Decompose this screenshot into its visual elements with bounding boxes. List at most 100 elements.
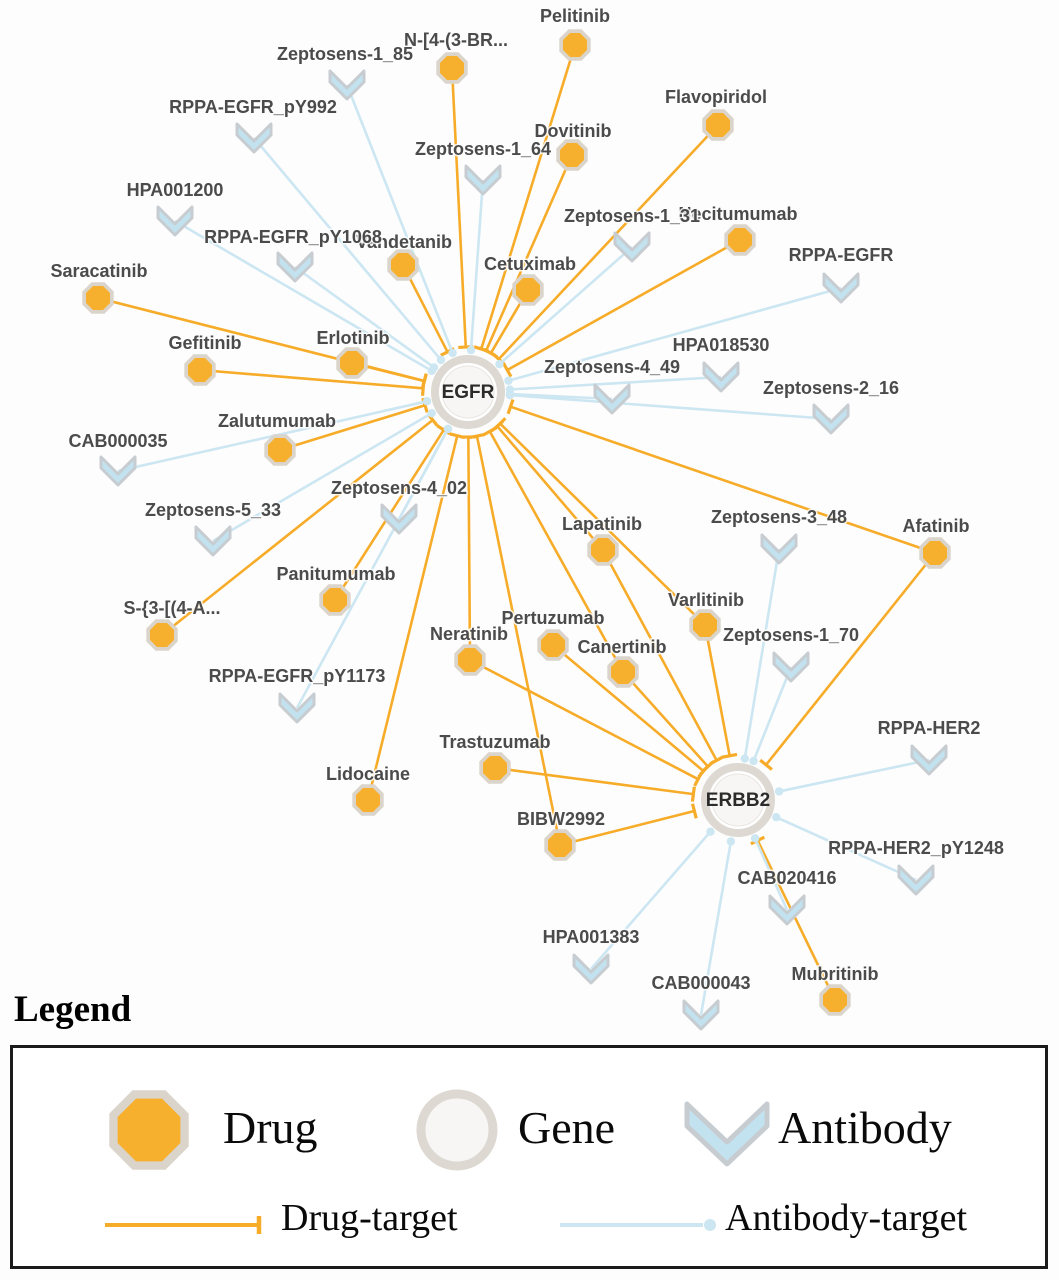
drug-node-canertinib[interactable]: Canertinib (576, 636, 668, 688)
antibody-chevron (772, 651, 810, 683)
antibody-target-dot (750, 834, 760, 843)
edge-antibody-target (507, 375, 722, 391)
drug-node-neratinib[interactable]: Neratinib (428, 623, 510, 676)
drug-node-flavopiridol[interactable]: Flavopiridol (663, 86, 769, 141)
drug-node-mubritinib[interactable]: Mubritinib (790, 963, 880, 1016)
antibody-node-zeptosens-4-49[interactable]: Zeptosens-4_49 (542, 356, 682, 415)
drug-node-afatinib[interactable]: Afatinib (901, 515, 971, 569)
antibody-chevron (464, 164, 502, 196)
legend-drug-target-label: Drug-target (281, 1197, 458, 1239)
legend-antibody-icon (684, 1101, 770, 1167)
drug-node-varlitinib[interactable]: Varlitinib (666, 589, 746, 641)
antibody-node-rppa-egfr-py992[interactable]: RPPA-EGFR_pY992 (168, 96, 338, 154)
drug-node-vandetanib[interactable]: Vandetanib (354, 231, 454, 281)
drug-node-gefitinib[interactable]: Gefitinib (167, 332, 243, 386)
drug-octagon (541, 633, 565, 657)
drug-octagon (591, 538, 615, 562)
gene-node-egfr[interactable]: EGFR (431, 355, 505, 429)
antibody-node-hpa001200[interactable]: HPA001200 (125, 179, 225, 237)
drug-octagon (483, 756, 507, 780)
antibody-node-zeptosens-1-31[interactable]: Zeptosens-1_31 (562, 205, 702, 263)
edge-antibody-target (469, 179, 485, 353)
legend-gene-icon (416, 1089, 498, 1171)
antibody-node-hpa001383[interactable]: HPA001383 (541, 926, 641, 985)
drug-node-lapatinib[interactable]: Lapatinib (561, 513, 644, 566)
node-label: Panitumumab (276, 564, 395, 584)
drug-node-n-4-3-br[interactable]: N-[4-(3-BR... (403, 29, 510, 84)
drug-node-lidocaine[interactable]: Lidocaine (324, 763, 412, 816)
drug-node-pertuzumab[interactable]: Pertuzumab (500, 607, 606, 661)
edge-antibody-target (751, 666, 793, 764)
node-label: Zeptosens-3_48 (711, 507, 847, 527)
antibody-target-dot (504, 376, 513, 385)
node-label: HPA001200 (127, 180, 224, 200)
node-label: Zeptosens-1_85 (277, 44, 413, 64)
drug-node-panitumumab[interactable]: Panitumumab (275, 563, 397, 616)
edge-drug-target (703, 624, 731, 757)
antibody-target-dot (495, 359, 504, 369)
drug-node-saracatinib[interactable]: Saracatinib (49, 260, 149, 314)
antibody-node-rppa-egfr[interactable]: RPPA-EGFR (787, 244, 895, 304)
node-label: Zeptosens-1_31 (564, 206, 700, 226)
drug-node-trastuzumab[interactable]: Trastuzumab (438, 731, 552, 784)
legend-drug-icon (109, 1090, 189, 1170)
antibody-chevron (328, 69, 366, 101)
antibody-node-rppa-egfr-py1173[interactable]: RPPA-EGFR_pY1173 (207, 665, 387, 724)
antibody-node-rppa-her2[interactable]: RPPA-HER2 (876, 717, 982, 776)
drug-octagon (548, 833, 572, 857)
drug-node-erlotinib[interactable]: Erlotinib (315, 327, 391, 379)
drug-target-tee (469, 433, 485, 440)
antibody-chevron (593, 383, 631, 415)
edge-drug-target (475, 435, 562, 846)
gene-circle (416, 1089, 498, 1171)
antibody-node-hpa018530[interactable]: HPA018530 (671, 334, 771, 393)
antibody-node-zeptosens-3-48[interactable]: Zeptosens-3_48 (709, 506, 849, 565)
antibody-target-dot (706, 827, 715, 836)
drug-node-s-3-4-a[interactable]: S-{3-[(4-A... (122, 597, 222, 651)
antibody-node-cab020416[interactable]: CAB020416 (736, 867, 838, 926)
antibody-node-zeptosens-4-02[interactable]: Zeptosens-4_02 (329, 477, 469, 535)
antibody-node-cab000043[interactable]: CAB000043 (650, 972, 752, 1031)
drug-target-tee (482, 426, 498, 437)
edge-drug-target (366, 435, 459, 801)
drug-node-pelitinib[interactable]: Pelitinib (538, 5, 612, 61)
edge-drug-target (497, 124, 719, 361)
node-label: Pertuzumab (501, 608, 604, 628)
edge-antibody-target (743, 548, 781, 761)
antibody-node-rppa-her2-py1248[interactable]: RPPA-HER2_pY1248 (827, 837, 1005, 896)
edge-antibody-target (776, 758, 930, 794)
node-label: Lidocaine (326, 764, 410, 784)
gene-node-erbb2[interactable]: ERBB2 (701, 763, 775, 837)
antibody-node-zeptosens-1-85[interactable]: Zeptosens-1_85 (275, 43, 415, 101)
node-label: BIBW2992 (517, 809, 605, 829)
drug-node-cetuximab[interactable]: Cetuximab (482, 253, 578, 306)
antibody-target-dot (448, 348, 457, 358)
antibody-chevron (235, 122, 273, 154)
antibody-target-dot (740, 754, 749, 763)
antibody-node-zeptosens-1-64[interactable]: Zeptosens-1_64 (413, 138, 553, 196)
antibody-node-zeptosens-1-70[interactable]: Zeptosens-1_70 (721, 624, 861, 683)
edge-drug-target (488, 430, 625, 673)
edge-antibody-target (506, 286, 842, 383)
legend-antibody-label: Antibody (778, 1102, 952, 1153)
antibody-chevron (572, 953, 610, 985)
drug-node-bibw2992[interactable]: BIBW2992 (515, 808, 607, 861)
gene-inner-circle (441, 365, 495, 419)
drug-target-tee (493, 417, 507, 431)
edge-drug-target (622, 671, 709, 768)
node-label: Erlotinib (317, 328, 390, 348)
antibody-node-rppa-egfr-py1068[interactable]: RPPA-EGFR_pY1068 (203, 226, 383, 283)
antibody-node-cab000035[interactable]: CAB000035 (67, 430, 169, 487)
antibody-node-zeptosens-2-16[interactable]: Zeptosens-2_16 (761, 377, 901, 435)
node-label: Zeptosens-2_16 (763, 378, 899, 398)
drug-node-dovitinib[interactable]: Dovitinib (533, 120, 613, 171)
drug-node-zalutumumab[interactable]: Zalutumumab (216, 410, 338, 466)
edge-antibody-target (345, 84, 455, 356)
node-label: Dovitinib (535, 121, 612, 141)
node-label: HPA018530 (673, 335, 770, 355)
antibody-node-zeptosens-5-33[interactable]: Zeptosens-5_33 (143, 499, 283, 557)
node-label: RPPA-EGFR_pY1068 (204, 227, 382, 247)
drug-node-necitumumab[interactable]: Necitumumab (677, 203, 799, 256)
drug-octagon (693, 613, 717, 637)
